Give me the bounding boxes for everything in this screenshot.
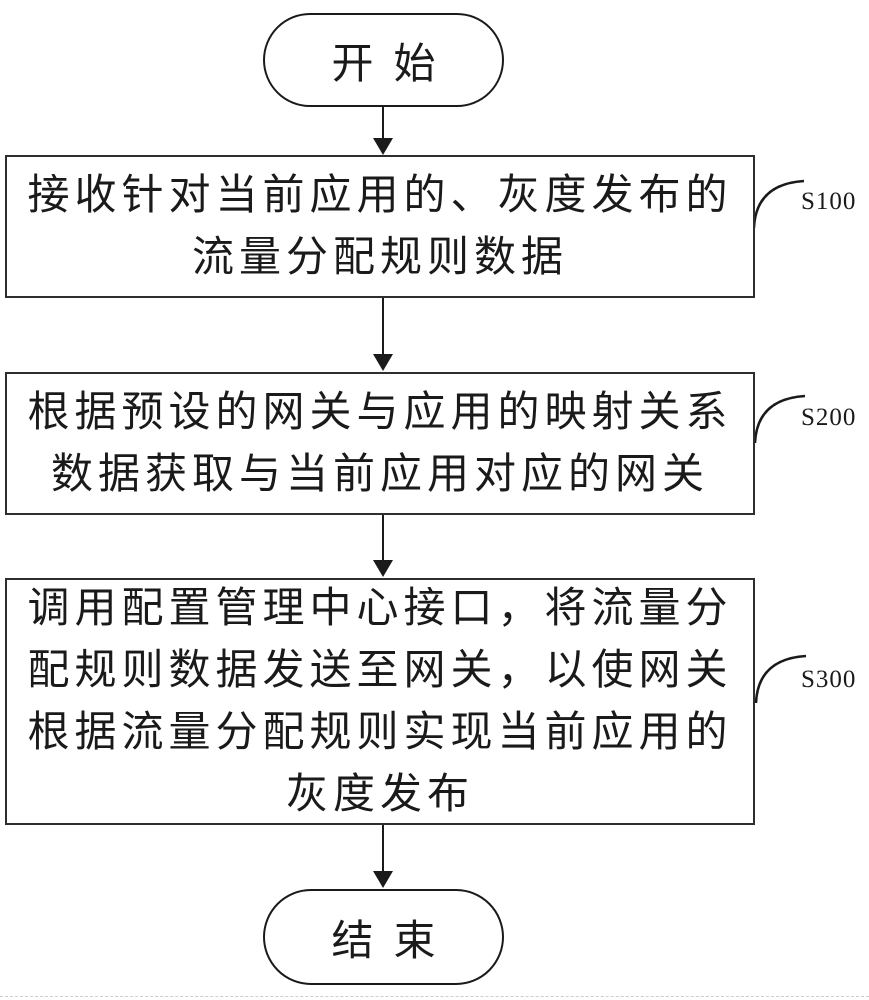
scan-edge-artifact <box>0 996 869 997</box>
arrow-head-icon <box>373 560 393 577</box>
step-text-line: 根据预设的网关与应用的映射关系 <box>27 389 733 436</box>
arrow-head-icon <box>373 871 393 888</box>
arrow-step3-to-end <box>373 824 393 888</box>
step-text-line: 灰度发布 <box>285 771 474 818</box>
arrow-head-icon <box>373 354 393 371</box>
step-ref-arc-s300 <box>754 654 807 704</box>
step-text-line: 根据流量分配规则实现当前应用的 <box>27 709 733 756</box>
arrow-step1-to-step2 <box>373 297 393 371</box>
step-text-line: 数据获取与当前应用对应的网关 <box>50 451 709 498</box>
step-box-s300: 调用配置管理中心接口，将流量分 配规则数据发送至网关，以使网关 根据流量分配规则… <box>5 578 755 825</box>
start-label: 开始 <box>331 41 456 88</box>
step-ref-label-s200: S200 <box>801 404 857 431</box>
start-node: 开始 <box>263 13 504 107</box>
step-text-line: 调用配置管理中心接口，将流量分 <box>27 585 733 632</box>
step-box-s100: 接收针对当前应用的、灰度发布的 流量分配规则数据 <box>5 155 755 298</box>
step-text-line: 配规则数据发送至网关，以使网关 <box>27 647 733 694</box>
end-label: 结束 <box>331 918 456 965</box>
arrow-step2-to-step3 <box>373 514 393 577</box>
step-ref-arc-s200 <box>753 394 806 444</box>
step-ref-arc-s100 <box>752 179 805 229</box>
step-ref-label-s100: S100 <box>801 188 857 215</box>
step-text-line: 接收针对当前应用的、灰度发布的 <box>27 172 733 219</box>
arrow-start-to-step1 <box>373 107 393 155</box>
end-node: 结束 <box>263 889 504 985</box>
step-ref-label-s300: S300 <box>801 666 857 693</box>
arrow-head-icon <box>373 138 393 155</box>
step-box-s200: 根据预设的网关与应用的映射关系 数据获取与当前应用对应的网关 <box>5 372 755 515</box>
step-text-line: 流量分配规则数据 <box>191 234 568 281</box>
